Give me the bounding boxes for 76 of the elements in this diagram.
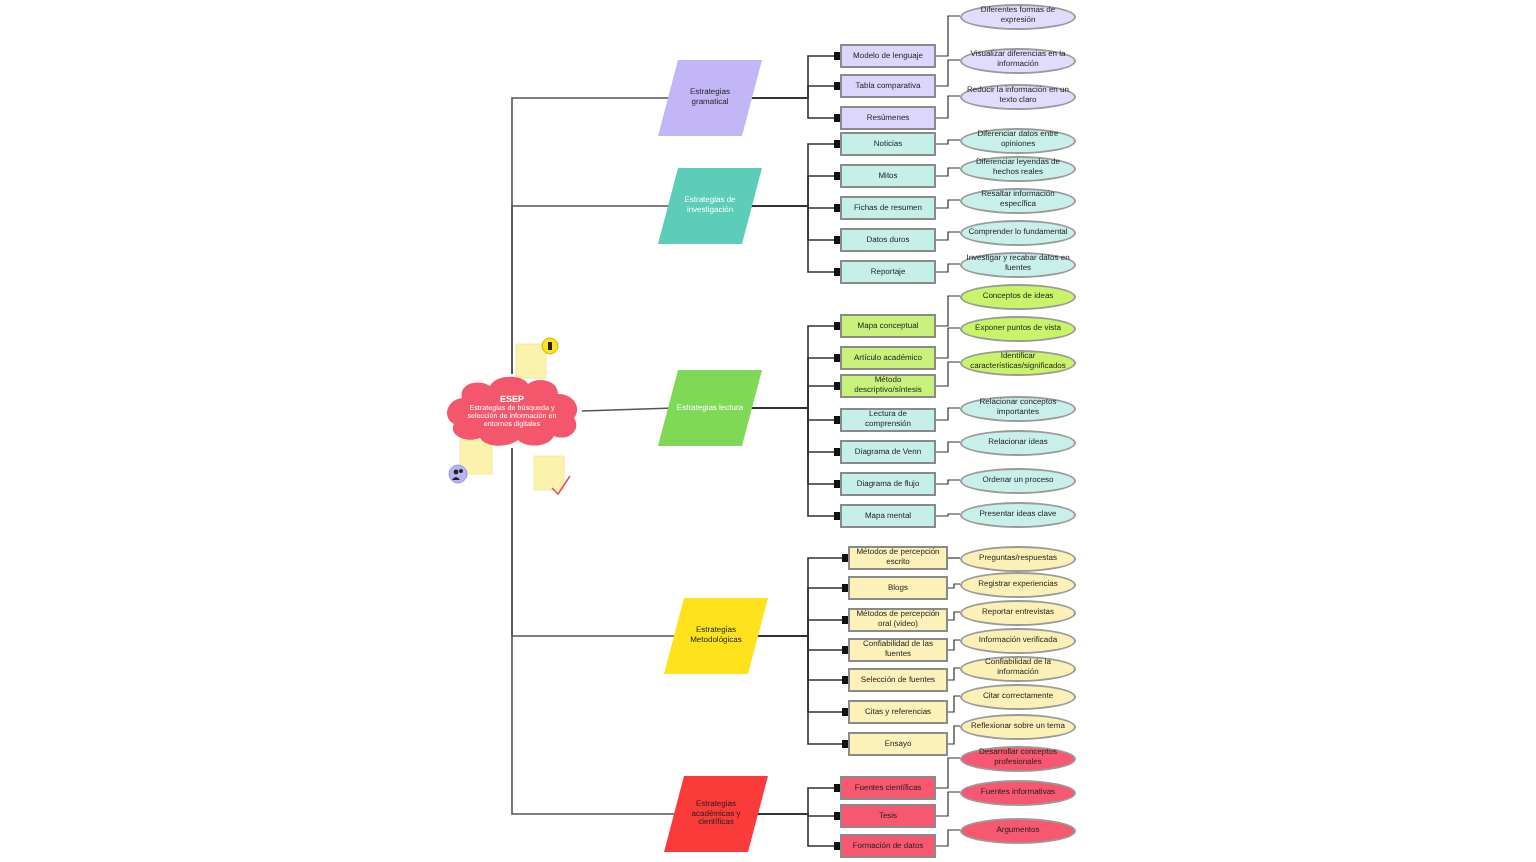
subtopic-oval [960, 47, 1076, 73]
connector-line [935, 139, 961, 145]
topic-box [840, 44, 936, 68]
connector-line [935, 513, 961, 517]
connector-line [935, 407, 961, 421]
subtopic-oval [960, 817, 1076, 843]
connector-line [947, 639, 961, 651]
subtopic-oval [960, 467, 1076, 493]
topic-box [840, 164, 936, 188]
subtopic-oval [960, 627, 1076, 653]
topic-box [840, 260, 936, 284]
topic-box [840, 834, 936, 858]
topic-box [840, 196, 936, 220]
subtopic-oval [960, 219, 1076, 245]
connector-line [947, 583, 961, 589]
topic-box [848, 546, 948, 570]
topic-box [840, 440, 936, 464]
topic-box [848, 668, 948, 692]
subtopic-oval [960, 315, 1076, 341]
connector-line [935, 361, 961, 387]
subtopic-oval [960, 501, 1076, 527]
connector-line [749, 97, 842, 122]
subtopic-oval [960, 155, 1076, 181]
connector-line [935, 295, 961, 327]
connector-line [935, 829, 961, 847]
topic-box [840, 132, 936, 156]
topic-box [840, 472, 936, 496]
topic-box [848, 700, 948, 724]
connector-line [935, 479, 961, 485]
topic-box [840, 804, 936, 828]
subtopic-oval [960, 545, 1076, 571]
connector-line [935, 263, 961, 273]
subtopic-oval [960, 395, 1076, 421]
connector-line [935, 167, 961, 177]
connector-line [947, 557, 961, 559]
topic-box [840, 776, 936, 800]
subtopic-oval [960, 779, 1076, 805]
subtopic-oval [960, 83, 1076, 109]
connector-line [947, 695, 961, 713]
topic-box [840, 314, 936, 338]
connector-line [935, 757, 961, 789]
subtopic-oval [960, 713, 1076, 739]
subtopic-oval [960, 349, 1076, 375]
connector-line [935, 199, 961, 209]
connector-line [935, 95, 961, 119]
connector-line [947, 667, 961, 681]
topic-box [840, 374, 936, 398]
subtopic-oval [960, 745, 1076, 771]
topic-box [848, 732, 948, 756]
topic-box [840, 346, 936, 370]
connector-line [935, 441, 961, 453]
subtopic-oval [960, 599, 1076, 625]
connector-line [755, 813, 842, 850]
topic-box [840, 74, 936, 98]
subtopic-oval [960, 127, 1076, 153]
connector-line [935, 59, 961, 87]
topic-box [848, 608, 948, 632]
subtopic-oval [960, 283, 1076, 309]
topic-box [840, 504, 936, 528]
topic-box [840, 106, 936, 130]
connector-line [947, 611, 961, 621]
connector-line [935, 327, 961, 359]
subtopic-oval [960, 187, 1076, 213]
connector-line [935, 15, 961, 57]
subtopic-oval [960, 3, 1076, 29]
topic-box [848, 576, 948, 600]
subtopic-oval [960, 429, 1076, 455]
subtopic-oval [960, 655, 1076, 681]
topic-box [840, 228, 936, 252]
topic-box [848, 638, 948, 662]
subtopic-oval [960, 683, 1076, 709]
connector-line [947, 725, 961, 745]
subtopic-oval [960, 571, 1076, 597]
connector-line [935, 791, 961, 817]
topic-box [840, 408, 936, 432]
connector-line [935, 231, 961, 241]
